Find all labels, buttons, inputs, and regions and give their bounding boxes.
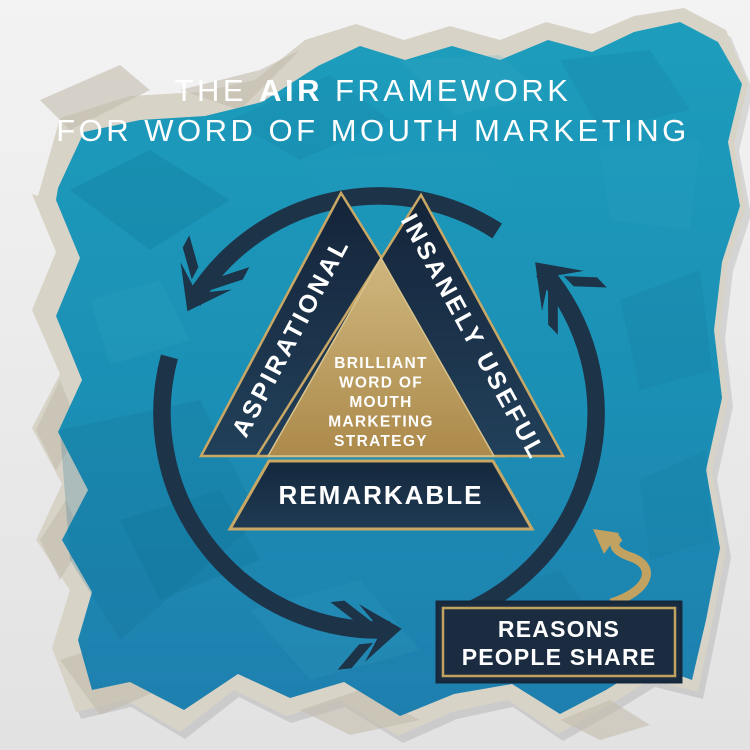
callout-line-1: REASONS [498,616,620,642]
remarkable-label: REMARKABLE [279,480,484,510]
svg-text:WORD OF: WORD OF [339,375,423,392]
cycle-arrows-icon [153,187,605,639]
svg-text:STRATEGY: STRATEGY [334,433,428,450]
curved-arrow-icon [593,529,651,608]
svg-text:BRILLIANT: BRILLIANT [334,355,428,372]
cycle-arc-left-bottom [153,354,391,639]
svg-text:MOUTH: MOUTH [349,394,412,411]
callout-box: REASONS PEOPLE SHARE [435,600,683,684]
cycle-arrowhead-bottom-icon [330,600,402,670]
center-gold-triangle [266,256,496,457]
pyramid: ASPIRATIONAL INSANELY USEFUL BRILLIANT W… [198,190,566,531]
cycle-arrowhead-top-right-icon [535,262,607,335]
center-label: BRILLIANT WORD OF MOUTH MARKETING STRATE… [328,355,434,450]
cycle-arc-right [446,264,605,627]
cycle-arrowhead-left-icon [180,235,250,312]
cycle-arc-top [185,187,502,306]
remarkable-band [227,459,535,531]
svg-text:MARKETING: MARKETING [328,414,434,431]
callout-box-background [435,600,683,684]
callout-line-2: PEOPLE SHARE [462,644,657,670]
title-line-2: FOR WORD OF MOUTH MARKETING [56,113,690,148]
callout-box-gold-border [441,606,677,678]
